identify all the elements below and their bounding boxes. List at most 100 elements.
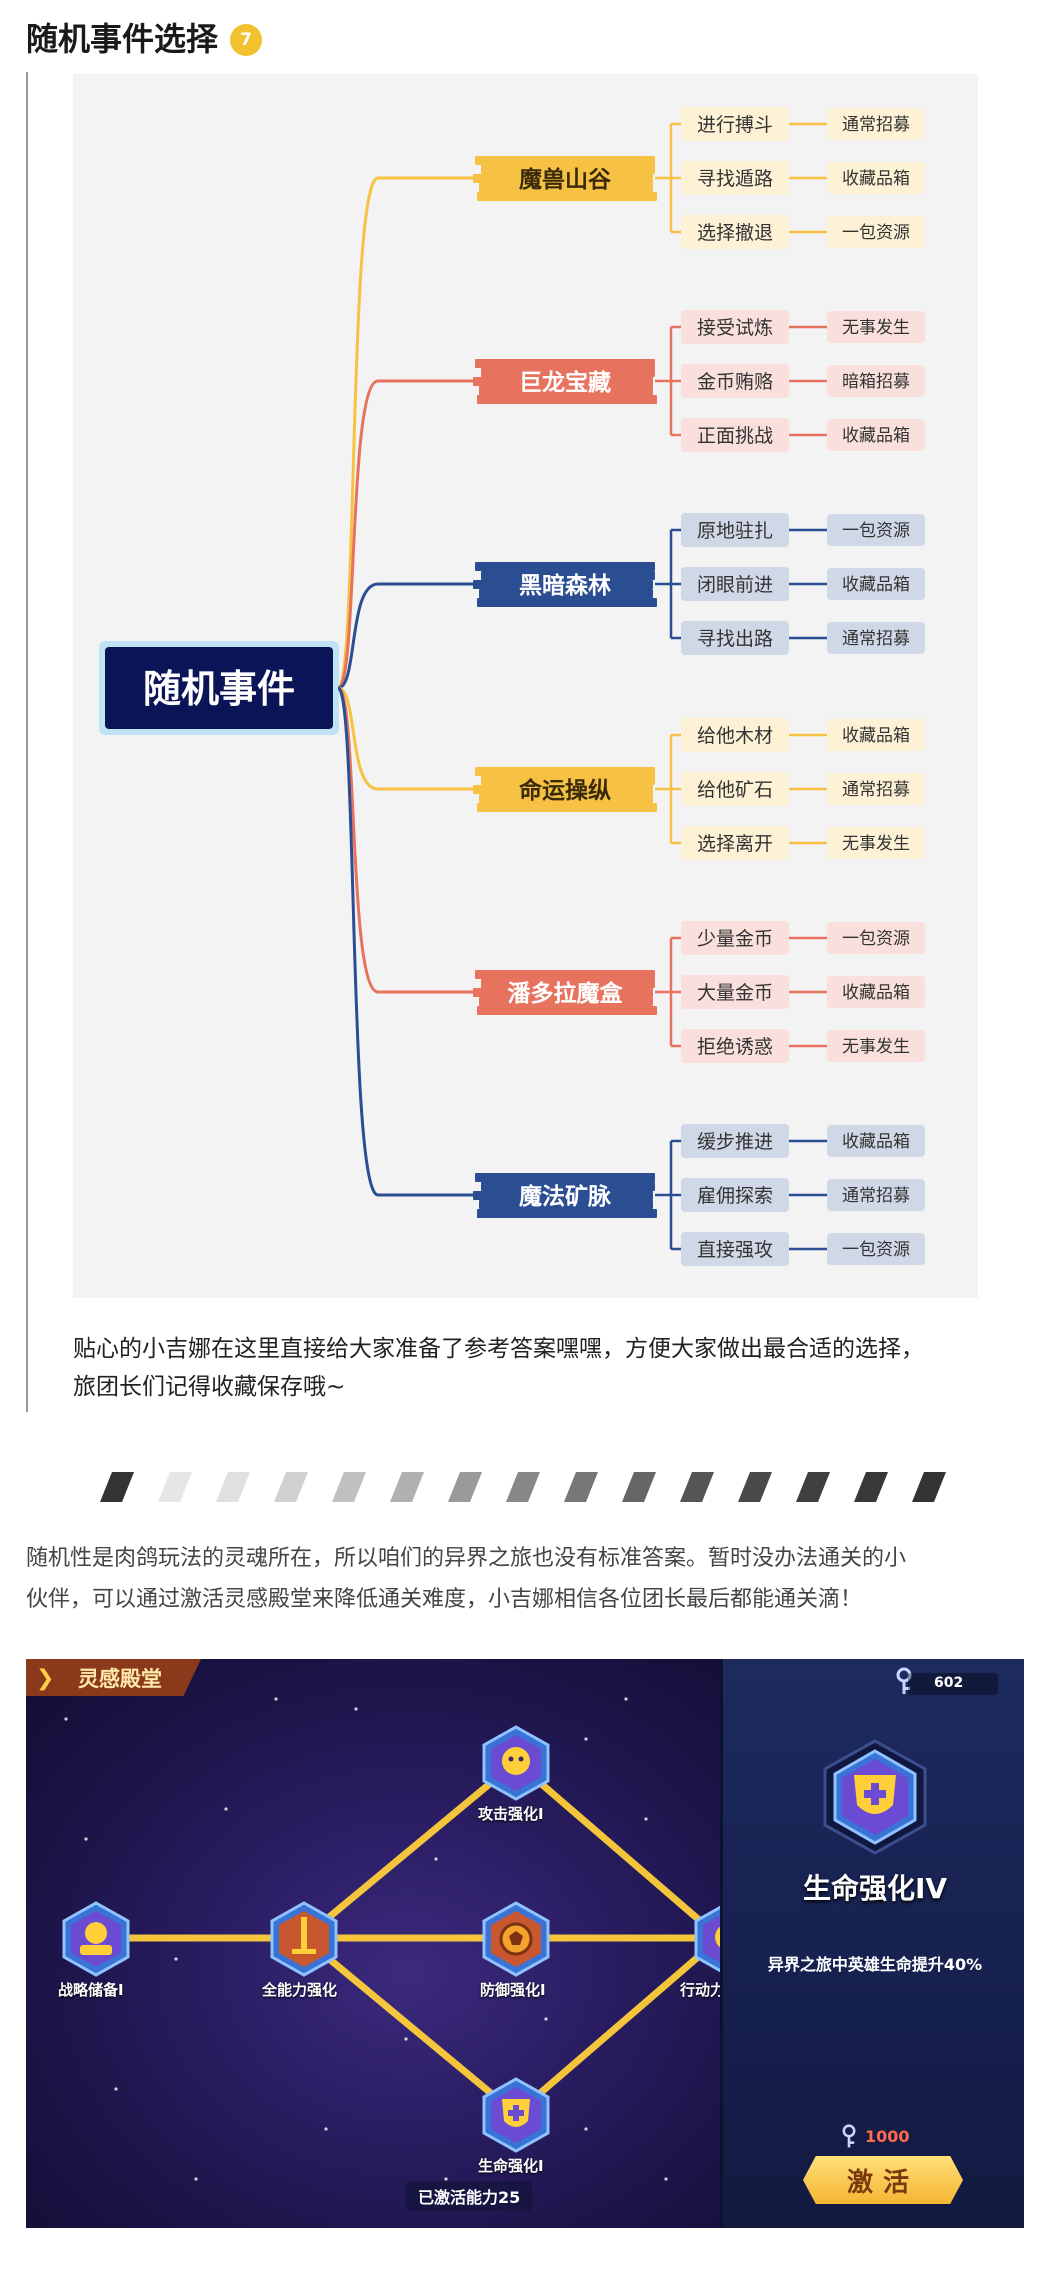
mindmap-option-label: 原地驻扎: [697, 520, 773, 542]
mindmap-caption: 贴心的小吉娜在这里直接给大家准备了参考答案嘿嘿，方便大家做出最合适的选择， 旅团…: [73, 1330, 983, 1406]
mindmap-option-node: 少量金币: [681, 921, 789, 955]
paragraph-line-1: 随机性是肉鸽玩法的灵魂所在，所以咱们的异界之旅也没有标准答案。暂时没办法通关的小: [26, 1546, 907, 1571]
mindmap-option-label: 寻找遁路: [697, 168, 773, 190]
paragraph-line-2: 伙伴，可以通过激活灵感殿堂来降低通关难度，小吉娜相信各位团长最后都能通关滴！: [26, 1587, 863, 1612]
mindmap-branch-label: 黑暗森林: [519, 572, 611, 599]
mindmap-result-label: 一包资源: [842, 223, 910, 243]
mindmap-result-label: 通常招募: [842, 1186, 910, 1206]
mindmap-option-label: 接受试炼: [697, 317, 773, 339]
caption-line-2: 旅团长们记得收藏保存哦~: [73, 1374, 346, 1400]
mindmap-option-node: 拒绝诱惑: [681, 1029, 789, 1063]
activation-cost: 1000: [865, 2127, 910, 2146]
mindmap-branch-node: 魔法矿脉: [473, 1173, 657, 1218]
node-label-gongji: 攻击强化I: [478, 1805, 544, 1823]
skill-name: 生命强化IV: [802, 1872, 948, 1905]
mindmap-option-label: 拒绝诱惑: [697, 1036, 773, 1058]
mindmap-result-node: 收藏品箱: [827, 719, 925, 751]
mindmap-option-node: 闭眼前进: [681, 567, 789, 601]
mindmap-option-label: 缓步推进: [697, 1131, 773, 1153]
mindmap-branch-node: 潘多拉魔盒: [473, 970, 657, 1015]
shield-coin-icon[interactable]: [58, 1901, 134, 1977]
divider-stripe: [390, 1472, 424, 1502]
mindmap-option-label: 闭眼前进: [697, 574, 773, 596]
mindmap-result-node: 收藏品箱: [827, 1125, 925, 1157]
mindmap-branch-label: 魔兽山谷: [519, 166, 612, 193]
star-dot: [544, 2017, 548, 2021]
mindmap-result-node: 通常招募: [827, 108, 925, 140]
mindmap-result-label: 无事发生: [842, 1037, 910, 1057]
cost-key-icon: [842, 2124, 856, 2148]
sword-icon[interactable]: [266, 1901, 342, 1977]
divider-stripe: [332, 1472, 366, 1502]
key-icon: [896, 1667, 912, 1694]
divider-stripe: [100, 1472, 134, 1502]
star-dot: [664, 2177, 668, 2181]
mindmap-option-node: 雇佣探索: [681, 1178, 789, 1212]
mindmap-result-label: 收藏品箱: [842, 726, 910, 746]
mindmap-result-label: 通常招募: [842, 629, 910, 649]
divider-stripe: [216, 1472, 250, 1502]
defense-ball-icon[interactable]: [478, 1901, 554, 1977]
mindmap-result-label: 收藏品箱: [842, 169, 910, 189]
back-arrow-icon[interactable]: ❯: [36, 1666, 55, 1691]
divider-stripe: [854, 1472, 888, 1502]
mindmap-result-node: 通常招募: [827, 622, 925, 654]
node-label-quanneng: 全能力强化: [262, 1981, 338, 1999]
mindmap-branch-connector: [336, 686, 477, 1197]
mindmap-image: 随机事件魔兽山谷进行搏斗通常招募寻找遁路收藏品箱选择撤退一包资源巨龙宝藏接受试炼…: [73, 74, 978, 1298]
star-dot: [274, 1697, 278, 1701]
node-label-fangyu: 防御强化I: [480, 1981, 546, 1999]
star-dot: [84, 1837, 88, 1841]
star-dot: [64, 1717, 68, 1721]
star-dot: [324, 2127, 328, 2131]
mindmap-option-label: 金币贿赂: [697, 371, 773, 393]
decorative-divider: [100, 1472, 946, 1502]
mindmap-branch-connector: [337, 582, 477, 690]
star-dot: [444, 2177, 448, 2181]
mindmap-result-label: 收藏品箱: [842, 983, 910, 1003]
mindmap-branch-node: 巨龙宝藏: [473, 359, 657, 404]
star-dot: [434, 1857, 438, 1861]
divider-stripe: [448, 1472, 482, 1502]
mindmap-result-label: 无事发生: [842, 318, 910, 338]
mindmap-branch-connector: [336, 176, 477, 690]
activate-button[interactable]: 激活: [803, 2156, 963, 2204]
mindmap-option-label: 选择离开: [697, 833, 773, 855]
divider-stripe: [622, 1472, 656, 1502]
mindmap-branch-node: 魔兽山谷: [473, 156, 657, 201]
mindmap-branch-label: 命运操纵: [519, 777, 611, 804]
life-shield-icon[interactable]: [478, 2077, 554, 2153]
mindmap-option-label: 给他木材: [697, 725, 773, 747]
mindmap-option-node: 大量金币: [681, 975, 789, 1009]
mindmap-option-label: 寻找出路: [697, 628, 773, 650]
star-dot: [194, 2177, 198, 2181]
mindmap-option-node: 接受试炼: [681, 310, 789, 344]
mindmap-result-node: 通常招募: [827, 1179, 925, 1211]
game-screenshot: ❯ 灵感殿堂 战略储备I 全能力强化 攻击强化I: [26, 1659, 1024, 2228]
skill-detail-panel: 602 生命强化IV 异界之旅中英雄生命提升40% 1000 激活: [720, 1659, 1024, 2228]
star-dot: [404, 2037, 408, 2041]
mindmap-branch-connector: [336, 379, 477, 690]
mindmap-option-label: 雇佣探索: [697, 1185, 773, 1207]
mindmap-result-node: 一包资源: [827, 514, 925, 546]
node-label-zhanlve: 战略储备I: [58, 1981, 124, 1999]
blockquote-bar: [26, 72, 28, 1412]
divider-stripe: [738, 1472, 772, 1502]
mindmap-option-node: 给他木材: [681, 718, 789, 752]
mindmap-option-node: 原地驻扎: [681, 513, 789, 547]
divider-stripe: [158, 1472, 192, 1502]
mindmap-result-label: 收藏品箱: [842, 575, 910, 595]
skill-tree-panel: ❯ 灵感殿堂 战略储备I 全能力强化 攻击强化I: [26, 1659, 762, 2228]
attack-creature-icon[interactable]: [478, 1725, 554, 1801]
mindmap-result-node: 无事发生: [827, 827, 925, 859]
mindmap-option-node: 给他矿石: [681, 772, 789, 806]
mindmap-option-label: 选择撤退: [697, 222, 773, 244]
star-dot: [584, 2127, 588, 2131]
node-label-shengming: 生命强化I: [478, 2157, 544, 2175]
mindmap-result-node: 收藏品箱: [827, 568, 925, 600]
mindmap-result-label: 一包资源: [842, 521, 910, 541]
mindmap-result-node: 一包资源: [827, 922, 925, 954]
mindmap-option-node: 选择撤退: [681, 215, 789, 249]
panel-title: 灵感殿堂: [78, 1667, 162, 1691]
mindmap-result-label: 一包资源: [842, 1240, 910, 1260]
